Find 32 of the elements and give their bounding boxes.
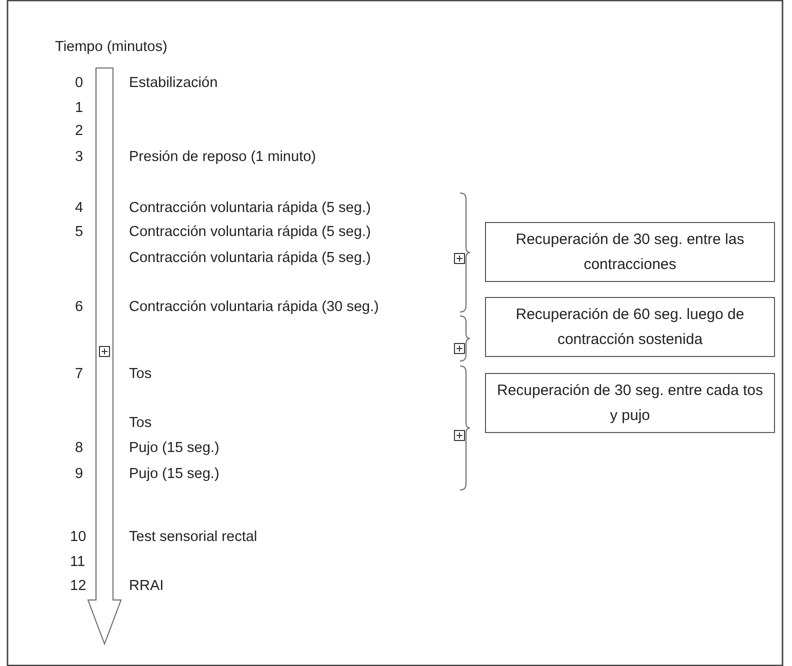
axis-title: Tiempo (minutos)	[55, 38, 168, 56]
step-label: RRAI	[129, 577, 164, 595]
minute-number: 2	[75, 122, 84, 140]
minute-number: 11	[70, 553, 86, 571]
step-label: Pujo (15 seg.)	[129, 439, 220, 457]
step-label: Contracción voluntaria rápida (5 seg.)	[129, 223, 371, 241]
minute-number: 3	[75, 148, 84, 166]
step-label: Contracción voluntaria rápida (30 seg.)	[129, 298, 379, 316]
step-label: Tos	[129, 365, 152, 383]
step-label: Pujo (15 seg.)	[129, 465, 220, 483]
minute-number: 12	[70, 577, 86, 595]
step-label: Test sensorial rectal	[129, 528, 258, 546]
step-label: Presión de reposo (1 minuto)	[129, 148, 316, 166]
minute-number: 9	[75, 465, 84, 483]
step-label: Estabilización	[129, 74, 218, 92]
minute-number: 1	[75, 99, 84, 117]
minute-number: 6	[75, 298, 84, 316]
step-label: Contracción voluntaria rápida (5 seg.)	[129, 249, 371, 267]
minute-number: 0	[75, 74, 84, 92]
minute-number: 7	[75, 365, 84, 383]
note-box	[485, 222, 775, 282]
minute-number: 5	[75, 223, 84, 241]
minute-number: 8	[75, 439, 84, 457]
minute-number: 4	[75, 199, 84, 217]
note-box	[485, 373, 775, 433]
step-label: Tos	[129, 414, 152, 432]
step-label: Contracción voluntaria rápida (5 seg.)	[129, 199, 371, 217]
note-text: Recuperación de 60 seg. luego de contracción sostenida	[514, 305, 746, 350]
minute-number: 10	[70, 528, 86, 546]
note-text: Recuperación de 30 seg. entre cada tos y pujo	[496, 381, 764, 426]
note-text: Recuperación de 30 seg. entre las contracciones	[514, 230, 746, 275]
note-box	[485, 297, 775, 357]
